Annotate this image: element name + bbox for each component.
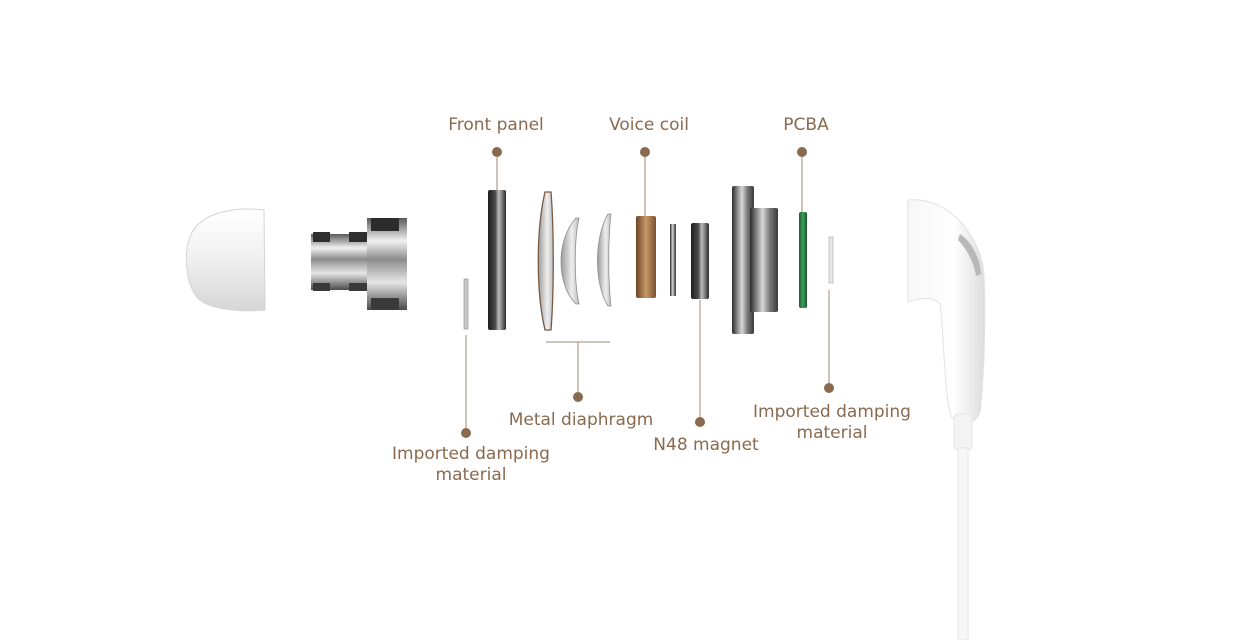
label-voice-coil: Voice coil [609, 115, 689, 135]
callout-dot-damping-right [824, 383, 834, 393]
damping-sheet-right [828, 236, 834, 284]
sound-nozzle [311, 218, 407, 310]
callout-dot-voice-coil [640, 147, 650, 157]
label-pcba: PCBA [783, 115, 829, 135]
label-damping-left-line2: material [435, 465, 507, 485]
callout-dot-pcba [797, 147, 807, 157]
label-damping-right: Imported damping material [742, 402, 922, 444]
label-metal-diaphragm: Metal diaphragm [508, 410, 654, 430]
callout-dot-damping-left [461, 428, 471, 438]
earbud-shell [907, 199, 986, 640]
metal-diaphragm [537, 191, 612, 331]
label-damping-left-line1: Imported damping [392, 444, 550, 464]
spacer-ring [670, 224, 676, 296]
n48-magnet [691, 223, 709, 299]
callout-lines [465, 152, 830, 432]
damping-sheet-left [463, 278, 469, 330]
pcba-board [799, 212, 807, 308]
callout-dots [461, 147, 834, 438]
label-damping-right-line2: material [796, 423, 868, 443]
voice-coil [636, 216, 656, 298]
label-front-panel: Front panel [448, 115, 544, 135]
front-panel-disc [488, 190, 506, 330]
label-damping-right-line1: Imported damping [753, 402, 911, 422]
callout-dot-metal-diaphragm [573, 392, 583, 402]
ear-tip [185, 208, 266, 312]
callout-dot-n48-magnet [695, 417, 705, 427]
callout-dot-front-panel [492, 147, 502, 157]
magnet-housing [732, 186, 778, 334]
label-damping-left: Imported damping material [381, 444, 561, 486]
label-n48-magnet: N48 magnet [653, 435, 759, 455]
